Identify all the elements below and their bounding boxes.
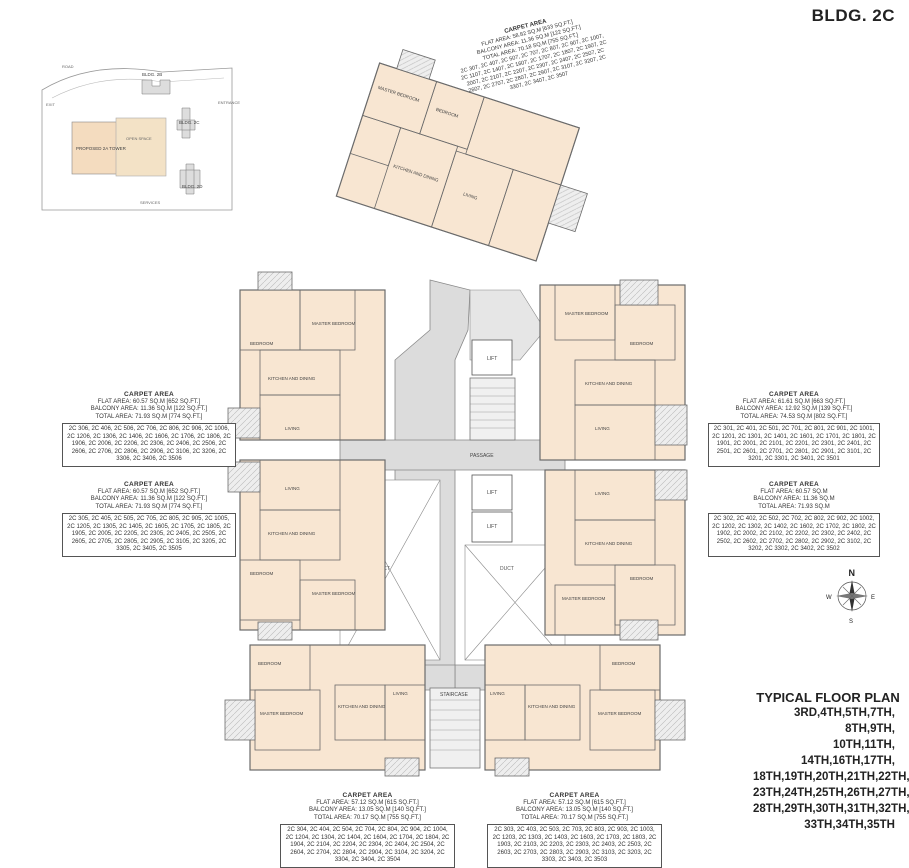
proposed-tower-block xyxy=(71,121,125,175)
site-key-plan: BLDG. 2B BLDG. 2C BLDG. 2D PROPOSED 2A T… xyxy=(41,64,240,211)
site-label-entrance: ENTRANCE xyxy=(218,100,240,105)
lift-label-3: LIFT xyxy=(487,524,497,530)
legend-heading: TYPICAL FLOOR PLAN xyxy=(756,690,900,705)
staircase-label: STAIRCASE xyxy=(440,692,469,698)
ll-living: LIVING xyxy=(285,486,300,491)
building-title: BLDG. 2C xyxy=(811,6,895,25)
info-left-upper: CARPET AREA FLAT AREA: 60.57 SQ.M [652 S… xyxy=(62,391,236,467)
staircase-upper xyxy=(469,377,516,441)
legend-floors-2: 10TH,11TH, 14TH,16TH,17TH, xyxy=(801,739,895,767)
passage-label: PASSAGE xyxy=(470,453,494,459)
br-kitchen: KITCHEN AND DINING xyxy=(528,704,576,709)
site-label-2c: BLDG. 2C xyxy=(179,120,200,125)
site-label-2b: BLDG. 2B xyxy=(142,72,162,77)
br-bedroom: BEDROOM xyxy=(612,661,636,666)
lift-1 xyxy=(471,339,513,376)
unit-left-lower: LIVING KITCHEN AND DINING BEDROOM MASTER… xyxy=(227,459,386,641)
legend-floors-5: 28TH,29TH,30TH,31TH,32TH, xyxy=(753,803,909,815)
br-living: LIVING xyxy=(490,691,505,696)
unit-bottom-right: LIVING KITCHEN AND DINING BEDROOM MASTER… xyxy=(484,644,686,777)
ll-bedroom: BEDROOM xyxy=(250,571,274,576)
bl-living: LIVING xyxy=(393,691,408,696)
ru-bedroom: BEDROOM xyxy=(630,341,654,346)
site-label-exit: EXIT xyxy=(46,102,55,107)
unit-top: MASTER BEDROOM BEDROOM KITCHEN AND DININ… xyxy=(335,49,588,262)
unit-right-lower: LIVING KITCHEN AND DINING BEDROOM MASTER… xyxy=(544,469,688,641)
rl-living: LIVING xyxy=(595,491,610,496)
site-label-2a: PROPOSED 2A TOWER xyxy=(76,146,127,151)
compass-e: E xyxy=(871,595,875,601)
ru-master-bedroom: MASTER BEDROOM xyxy=(565,311,609,316)
lu-bedroom: BEDROOM xyxy=(250,341,274,346)
lift-2 xyxy=(471,474,513,511)
lift-label-1: LIFT xyxy=(487,356,497,362)
site-label-services: SERVICES xyxy=(140,200,160,205)
unit-right-upper: MASTER BEDROOM BEDROOM KITCHEN AND DININ… xyxy=(539,279,688,461)
br-master-bedroom: MASTER BEDROOM xyxy=(598,711,642,716)
ru-living: LIVING xyxy=(595,426,610,431)
open-space-block xyxy=(115,117,167,177)
site-label-road: ROAD xyxy=(62,64,74,69)
bl-master-bedroom: MASTER BEDROOM xyxy=(260,711,304,716)
staircase-lower xyxy=(429,687,481,769)
compass-s: S xyxy=(849,619,853,625)
info-right-lower: CARPET AREA FLAT AREA: 60.57 SQ.M BALCON… xyxy=(708,481,880,557)
bl-bedroom: BEDROOM xyxy=(258,661,282,666)
ll-master-bedroom: MASTER BEDROOM xyxy=(312,591,356,596)
lu-master-bedroom: MASTER BEDROOM xyxy=(312,321,356,326)
lu-kitchen: KITCHEN AND DINING xyxy=(268,376,316,381)
info-bottom-right: CARPET AREA FLAT AREA: 57.12 SQ.M [615 S… xyxy=(487,792,662,868)
compass-icon: N S E W xyxy=(826,568,875,625)
legend-floors-4: 23TH,24TH,25TH,26TH,27TH, xyxy=(753,787,909,799)
site-label-open: OPEN SPACE xyxy=(126,136,152,141)
unit-left-upper: MASTER BEDROOM BEDROOM KITCHEN AND DININ… xyxy=(227,271,386,441)
info-right-upper: CARPET AREA FLAT AREA: 61.61 SQ.M [663 S… xyxy=(708,391,880,467)
floor-legend: TYPICAL FLOOR PLAN 3RD,4TH,5TH,7TH, 8TH,… xyxy=(753,690,909,833)
bl-kitchen: KITCHEN AND DINING xyxy=(338,704,386,709)
lu-living: LIVING xyxy=(285,426,300,431)
compass-n: N xyxy=(849,568,856,578)
duct-label-right: DUCT xyxy=(500,566,514,572)
rl-bedroom: BEDROOM xyxy=(630,576,654,581)
info-left-lower: CARPET AREA FLAT AREA: 60.57 SQ.M [652 S… xyxy=(62,481,236,557)
lift-label-2: LIFT xyxy=(487,490,497,496)
legend-floors-6: 33TH,34TH,35TH xyxy=(804,819,895,831)
ru-kitchen: KITCHEN AND DINING xyxy=(585,381,633,386)
site-label-2d: BLDG. 2D xyxy=(182,184,203,189)
legend-floors-1: 3RD,4TH,5TH,7TH, 8TH,9TH, xyxy=(794,707,895,735)
legend-floors-3: 18TH,19TH,20TH,21TH,22TH, xyxy=(753,771,909,783)
top-living: LIVING xyxy=(463,191,479,200)
rl-kitchen: KITCHEN AND DINING xyxy=(585,541,633,546)
ll-kitchen: KITCHEN AND DINING xyxy=(268,531,316,536)
info-bottom-left: CARPET AREA FLAT AREA: 57.12 SQ.M [615 S… xyxy=(280,792,455,868)
unit-bottom-left: BEDROOM MASTER BEDROOM KITCHEN AND DININ… xyxy=(224,644,426,777)
rl-master-bedroom: MASTER BEDROOM xyxy=(562,596,606,601)
lift-3 xyxy=(471,511,513,543)
compass-w: W xyxy=(826,595,832,601)
